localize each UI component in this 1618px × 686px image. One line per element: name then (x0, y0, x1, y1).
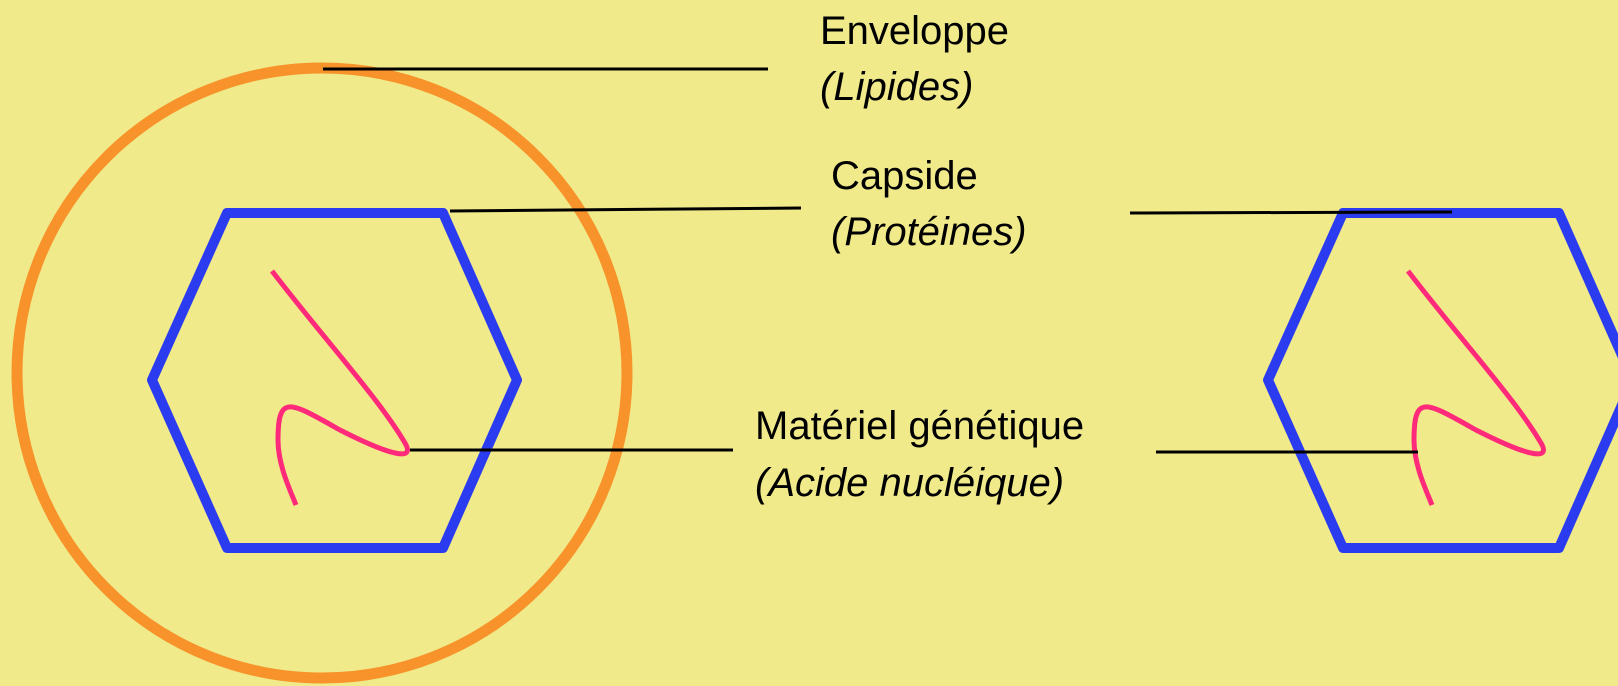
capsid-hexagon (152, 213, 517, 548)
genetic-material-strand (1408, 271, 1543, 505)
genetic-material-composition-label: (Acide nucléique) (755, 461, 1064, 505)
capsid-label: Capside (831, 154, 978, 198)
genetic-material-strand (272, 271, 407, 505)
naked-virus (1268, 213, 1618, 548)
capsid-composition-label: (Protéines) (831, 210, 1027, 254)
labels: Enveloppe (Lipides) Capside (Protéines) … (755, 9, 1084, 505)
capsid-leader-line-right (1130, 212, 1452, 213)
envelope-label: Enveloppe (820, 9, 1009, 53)
genetic-material-label: Matériel génétique (755, 404, 1084, 448)
enveloped-virus (17, 68, 627, 678)
envelope-circle (17, 68, 627, 678)
capsid-hexagon (1268, 213, 1618, 548)
envelope-composition-label: (Lipides) (820, 65, 973, 109)
capsid-leader-line-left (450, 208, 801, 211)
